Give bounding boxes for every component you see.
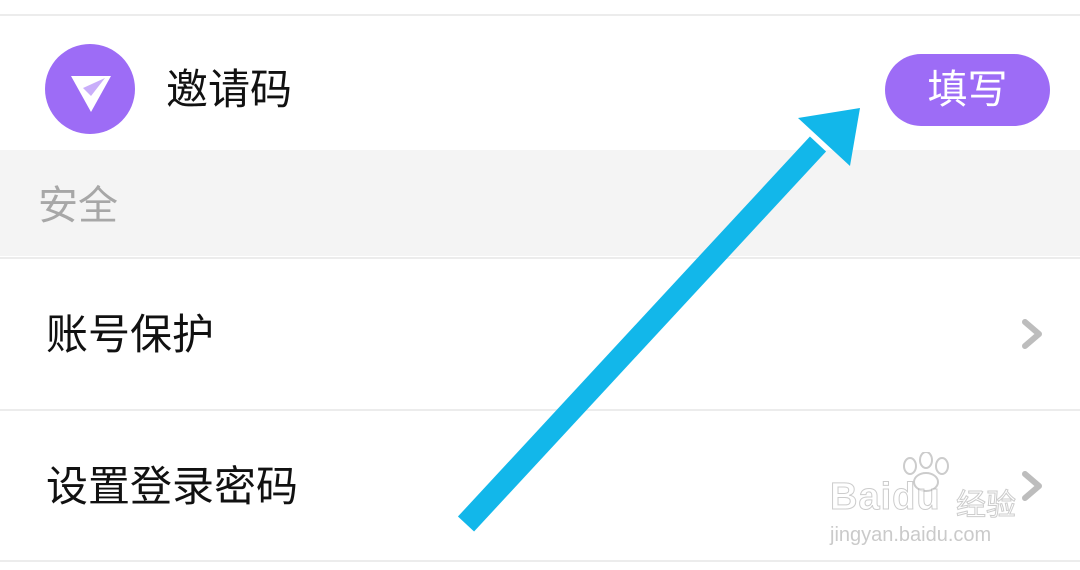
invite-code-label: 邀请码 xyxy=(166,65,293,114)
set-login-password-label: 设置登录密码 xyxy=(46,462,299,511)
account-protection-label: 账号保护 xyxy=(46,310,215,359)
watermark-logo: Baidu xyxy=(830,476,941,519)
paw-icon xyxy=(903,452,949,492)
watermark-url: jingyan.baidu.com xyxy=(830,524,992,546)
invite-code-row: 邀请码 填写 xyxy=(0,16,1080,150)
top-divider xyxy=(0,14,1080,16)
fill-invite-code-button[interactable]: 填写 xyxy=(885,54,1050,126)
security-section-title: 安全 xyxy=(38,183,118,229)
watermark-logo-cn: 经验 xyxy=(956,488,1017,524)
bottom-divider xyxy=(0,560,1080,562)
account-protection-row[interactable]: 账号保护 xyxy=(0,257,1080,409)
baidu-jingyan-watermark: Baidu 经验 jingyan.baidu.com xyxy=(830,452,1030,552)
paper-plane-icon xyxy=(45,44,135,134)
chevron-right-icon xyxy=(1022,319,1042,349)
security-section-header: 安全 xyxy=(0,150,1080,256)
chevron-right-icon xyxy=(1022,471,1042,501)
